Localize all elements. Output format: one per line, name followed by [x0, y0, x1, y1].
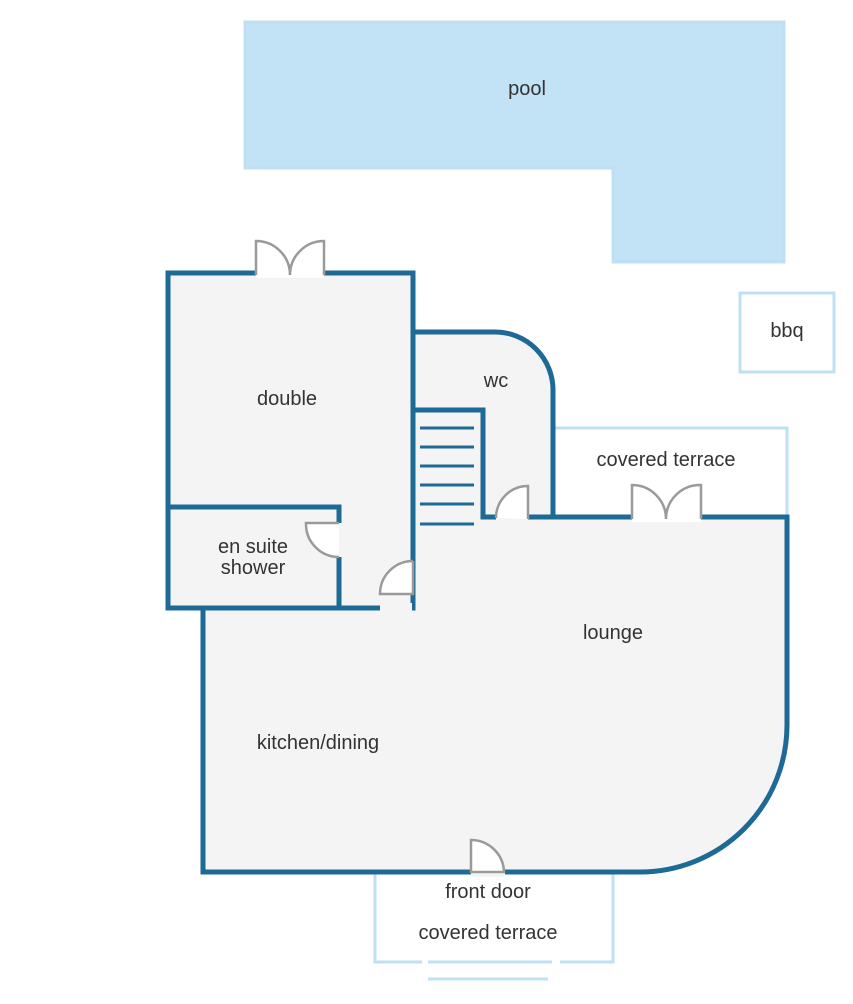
lounge-label: lounge: [583, 622, 643, 644]
main-floor-fill: [203, 517, 787, 872]
wc-walls: [413, 329, 556, 517]
en-suite-door[interactable]: [304, 521, 344, 559]
lounge-french-doors[interactable]: [630, 483, 703, 522]
double-bedroom-walls: [165, 270, 416, 611]
front-covered-terrace-label: covered terrace: [419, 922, 558, 944]
en-suite-walls: [168, 504, 342, 608]
double-bedroom-french-doors[interactable]: [254, 239, 326, 278]
double-bedroom-door[interactable]: [378, 559, 415, 613]
bbq-area: [738, 291, 836, 374]
front-covered-terrace-outline: [373, 873, 615, 964]
double-label: double: [257, 388, 317, 410]
rear-covered-terrace-label: covered terrace: [597, 449, 736, 471]
wc-door[interactable]: [494, 484, 530, 522]
en-suite-shower-label: shower: [221, 557, 286, 579]
bbq-label: bbq: [770, 320, 803, 342]
front-door-label: front door: [445, 881, 531, 903]
main-walls: [200, 514, 790, 875]
staircase: [420, 426, 474, 526]
wc-label: wc: [483, 370, 508, 392]
double-floor-fill: [168, 273, 413, 608]
rear-covered-terrace-outline: [552, 426, 789, 515]
en-suite-label: en suite: [218, 536, 288, 558]
front-door[interactable]: [469, 838, 506, 877]
pool-area: [243, 20, 786, 264]
kitchen-dining-label: kitchen/dining: [257, 732, 379, 754]
pool-label: pool: [508, 78, 546, 100]
